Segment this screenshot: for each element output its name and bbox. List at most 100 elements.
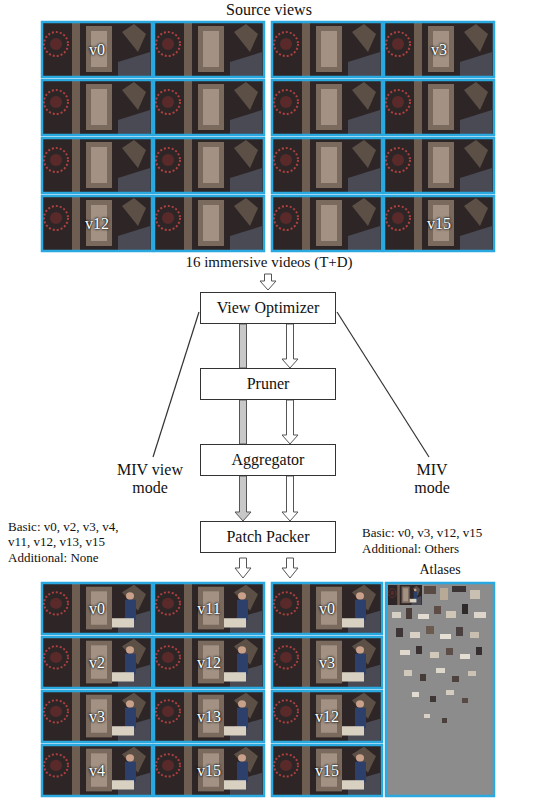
atlas-panel-part <box>440 588 448 600</box>
source-view-thumbnails-part <box>384 138 494 193</box>
view-label: v15 <box>197 762 221 780</box>
source-view-thumbnails-part <box>272 138 382 193</box>
output-thumbnails-part <box>272 583 382 634</box>
atlas-panel-part <box>460 654 470 659</box>
atlas-panel-part <box>420 674 426 681</box>
atlas-panel-part <box>440 634 451 639</box>
output-thumbnails-part <box>42 745 152 796</box>
view-thumbnail: v15 <box>154 745 264 796</box>
flow-arrows-part <box>260 274 276 290</box>
view-thumbnail: v13 <box>154 691 264 742</box>
process-box: Aggregator <box>200 444 336 476</box>
atlas-panel-part <box>456 627 463 636</box>
atlas-panel-part <box>462 604 468 614</box>
source-view-thumbnails-part <box>42 22 152 77</box>
leader-lines-part <box>153 312 199 457</box>
annotation-text: Additional: None <box>8 551 148 566</box>
output-thumbnails-part <box>42 583 152 634</box>
output-thumbnails-part <box>42 691 152 742</box>
source-view-thumbnails-part <box>42 196 152 251</box>
annotation-text: MIV view mode <box>105 461 195 498</box>
leader-lines-part <box>337 312 429 457</box>
view-label: v4 <box>89 762 105 780</box>
atlas-panel-part <box>436 668 445 673</box>
source-view-thumbnails-part <box>384 196 494 251</box>
atlas-panel-part <box>424 586 436 594</box>
process-box: Patch Packer <box>200 521 336 553</box>
flow-arrows-part <box>235 558 251 578</box>
source-view-thumbnails-part <box>272 22 382 77</box>
atlas-panel-part <box>430 696 436 702</box>
output-thumbnails-part <box>272 583 382 634</box>
atlas-panel-part <box>412 692 419 697</box>
annotation-text: Atlases <box>400 562 480 578</box>
view-label: v15 <box>315 762 339 780</box>
atlas-panel-part <box>470 632 479 638</box>
atlas-panel-part <box>388 585 422 605</box>
output-thumbnails-part <box>272 637 382 688</box>
source-view-thumbnails-part <box>384 138 494 193</box>
output-thumbnails-part <box>272 745 382 796</box>
atlas-panel-part <box>400 650 410 655</box>
view-thumbnail: v3 <box>42 691 152 742</box>
atlas-panel-part <box>446 690 454 695</box>
flow-arrow <box>235 476 251 521</box>
source-view-thumbnails-part <box>42 138 152 193</box>
source-view-thumbnails-part <box>272 138 382 193</box>
output-thumbnails-part <box>154 637 264 688</box>
atlas-panel-part <box>452 676 459 682</box>
output-thumbnails-part <box>272 637 382 688</box>
flow-arrow <box>282 400 298 444</box>
view-thumbnail: v0 <box>42 22 152 77</box>
atlas-panel-part <box>410 632 420 638</box>
output-thumbnails-part <box>154 745 264 796</box>
output-thumbnails-part <box>154 691 264 742</box>
flow-arrow <box>282 476 298 521</box>
view-label: v13 <box>197 708 221 726</box>
view-label: v3 <box>431 41 447 59</box>
view-thumbnail: v3 <box>272 637 382 688</box>
view-thumbnail: v4 <box>42 745 152 796</box>
view-thumbnail: v3 <box>384 22 494 77</box>
view-thumbnail: v12 <box>272 691 382 742</box>
view-thumbnail: v2 <box>42 637 152 688</box>
box-label: Aggregator <box>232 451 305 469</box>
view-label: v12 <box>85 215 109 233</box>
source-view-thumbnails-part <box>154 80 264 135</box>
output-thumbnails-part <box>42 637 152 688</box>
annotation-text: Source views <box>119 1 419 19</box>
source-view-thumbnails-part <box>42 80 152 135</box>
atlas-panel <box>386 583 494 796</box>
view-thumbnail: v0 <box>42 583 152 634</box>
atlas-panel-part <box>452 586 466 592</box>
source-view-thumbnails-part <box>154 138 264 193</box>
source-view-thumbnails-part <box>154 80 264 135</box>
source-view-thumbnails-part <box>384 22 494 77</box>
source-view-thumbnails-part <box>42 22 152 77</box>
output-thumbnails-part <box>42 745 152 796</box>
box-label: Pruner <box>247 375 290 393</box>
source-view-thumbnails <box>42 22 494 251</box>
flow-arrows-part <box>282 558 298 578</box>
source-view-thumbnails-part <box>272 80 382 135</box>
view-thumbnail: v12 <box>42 196 152 251</box>
view-label: v12 <box>315 708 339 726</box>
atlas-panel-part <box>426 626 434 634</box>
view-label: v0 <box>319 600 335 618</box>
leader-lines <box>153 312 429 457</box>
atlas-panel-part <box>442 718 447 723</box>
view-label: v0 <box>89 600 105 618</box>
annotation-text: Basic: v0, v2, v3, v4, v11, v12, v13, v1… <box>8 520 140 550</box>
output-thumbnails-part <box>154 583 264 634</box>
atlas-panel-part <box>386 583 494 796</box>
annotation-text: Additional: Others <box>362 542 532 557</box>
output-thumbnails-part <box>154 691 264 742</box>
atlas-panel-part <box>404 670 412 676</box>
output-thumbnails <box>42 583 382 796</box>
bypass-bar <box>240 324 247 368</box>
atlas-panel-part <box>476 647 482 655</box>
atlas-panel-part <box>462 698 468 703</box>
atlas-panel-part <box>434 606 441 614</box>
